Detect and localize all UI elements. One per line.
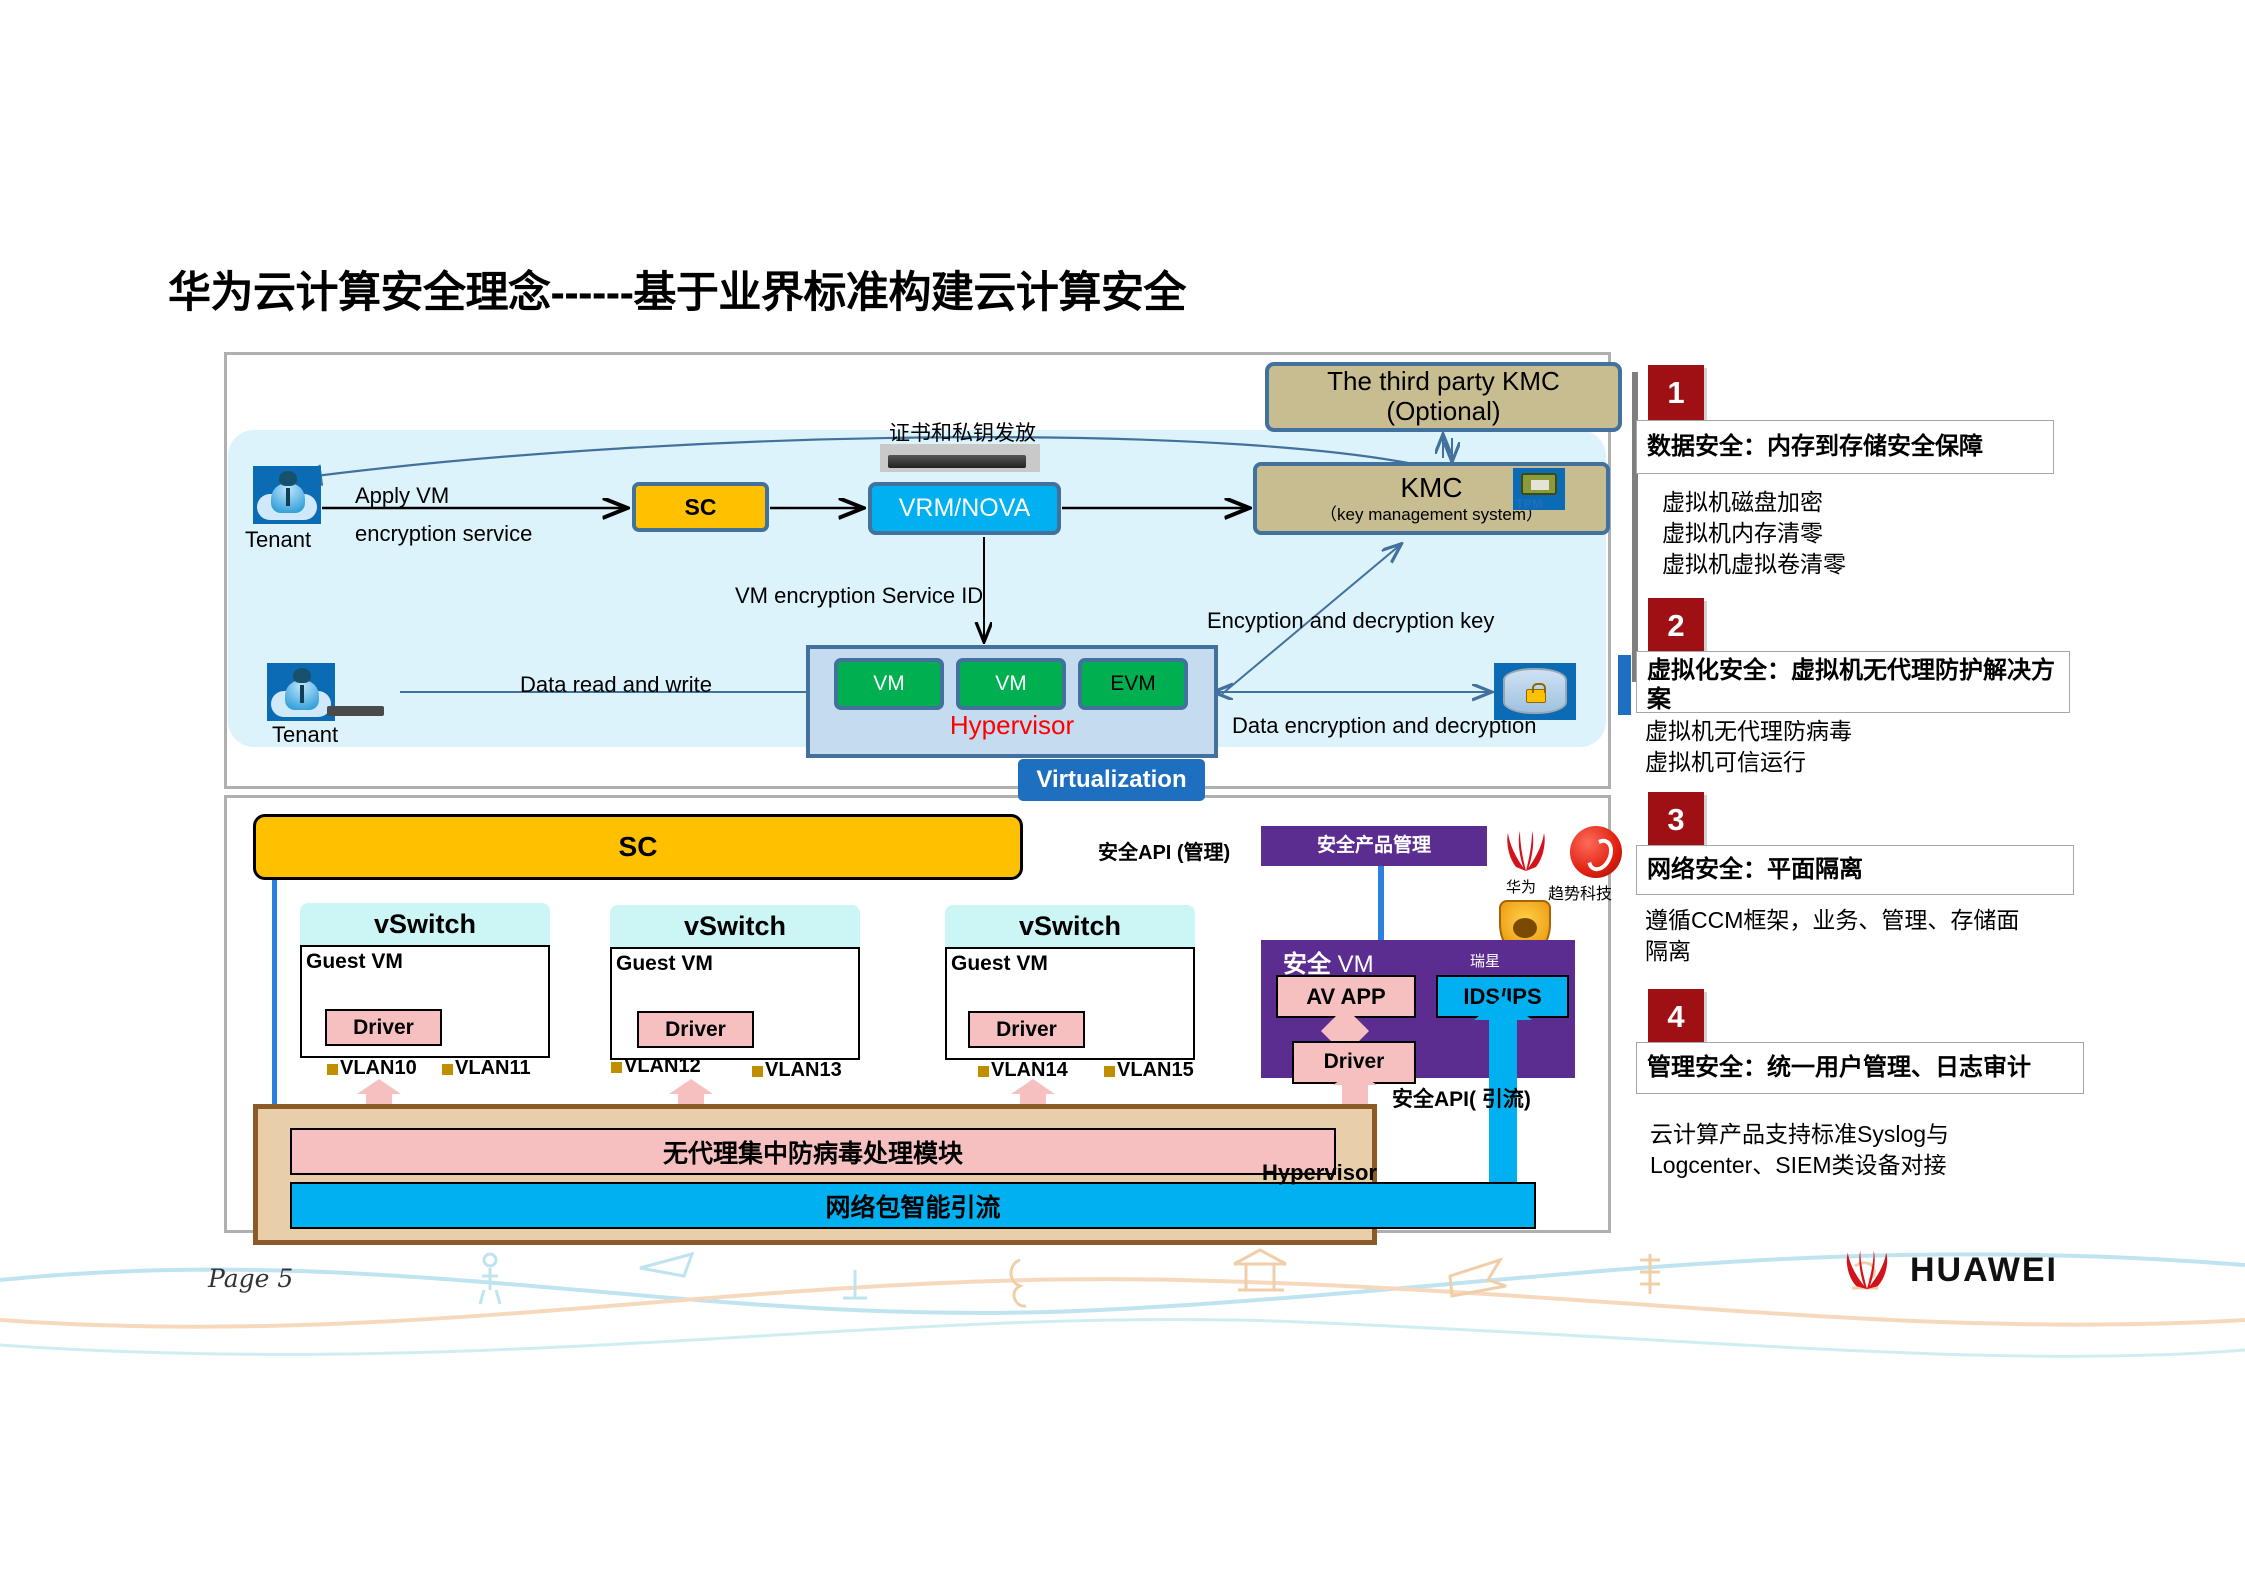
hypervisor-label-top: Hypervisor bbox=[949, 710, 1075, 740]
guest-vm-label-2: Guest VM bbox=[616, 952, 713, 975]
encryption-decryption-key-label: Encyption and decryption key bbox=[1207, 608, 1495, 633]
rising-label: 瑞星 bbox=[1470, 953, 1501, 970]
huawei-flower-icon bbox=[1836, 1248, 1898, 1292]
trend-vendor-label: 趋势科技 bbox=[1548, 886, 1613, 903]
security-vm-label-en: VM bbox=[1331, 951, 1374, 978]
vlan-marker bbox=[978, 1066, 989, 1077]
huawei-brand-logo: HUAWEI bbox=[1836, 1248, 2058, 1292]
vm-node-2[interactable]: VM bbox=[956, 658, 1066, 710]
callout-body-2: 虚拟机无代理防病毒 虚拟机可信运行 bbox=[1645, 718, 1852, 776]
callout-badge-1: 1 bbox=[1648, 365, 1704, 420]
network-packet-steering-module: 网络包智能引流 bbox=[290, 1182, 1536, 1229]
encrypted-storage-icon bbox=[1494, 663, 1576, 720]
page-title: 华为云计算安全理念------基于业界标准构建云计算安全 bbox=[168, 269, 1186, 317]
certificate-key-issue-label: 证书和私钥发放 bbox=[889, 422, 1036, 445]
security-mgmt-connector bbox=[1378, 866, 1384, 944]
security-api-flow-label: 安全API( 引流) bbox=[1392, 1088, 1531, 1111]
tenant-avatar-icon bbox=[253, 466, 321, 524]
callout-badge-4: 4 bbox=[1648, 989, 1704, 1044]
trend-micro-logo-icon bbox=[1570, 826, 1622, 878]
encryption-service-label: encryption service bbox=[355, 521, 533, 546]
vlan-marker bbox=[611, 1062, 622, 1073]
callout-accent-bar-blue bbox=[1618, 655, 1631, 715]
guest-vm-label-3: Guest VM bbox=[951, 952, 1048, 975]
vswitch-title-2: vSwitch bbox=[610, 905, 860, 947]
driver-box-3: Driver bbox=[968, 1011, 1085, 1048]
vm-node-1[interactable]: VM bbox=[834, 658, 944, 710]
vlan-label-10: VLAN10 bbox=[340, 1057, 417, 1079]
callout-title-2: 虚拟化安全：虚拟机无代理防护解决方案 bbox=[1636, 651, 2070, 713]
vlan-marker bbox=[1104, 1066, 1115, 1077]
tpm-label: TPM bbox=[1516, 497, 1543, 511]
virtualization-tag: Virtualization bbox=[1018, 759, 1205, 801]
certificate-laptop-icon bbox=[888, 455, 1026, 468]
kmc-node[interactable]: KMC （key management system） bbox=[1253, 462, 1610, 535]
hypervisor-label-bottom: Hypervisor bbox=[1262, 1160, 1377, 1185]
vlan-label-12: VLAN12 bbox=[624, 1055, 701, 1077]
vswitch-title-1: vSwitch bbox=[300, 903, 550, 945]
vlan-label-14: VLAN14 bbox=[991, 1059, 1068, 1081]
callout-body-3: 遵循CCM框架，业务、管理、存储面 隔离 bbox=[1645, 907, 2020, 965]
callout-title-1: 数据安全：内存到存储安全保障 bbox=[1636, 420, 2054, 474]
apply-vm-label: Apply VM bbox=[355, 483, 450, 508]
huawei-vendor-label: 华为 bbox=[1506, 879, 1537, 896]
tenant-label-1: Tenant bbox=[245, 527, 312, 552]
vlan-marker bbox=[442, 1064, 453, 1075]
driver-box-2: Driver bbox=[637, 1011, 754, 1048]
footer-decoration bbox=[0, 1248, 2245, 1358]
page-number: Page 5 bbox=[208, 1264, 294, 1293]
vlan-label-11: VLAN11 bbox=[455, 1057, 531, 1079]
third-party-kmc-line1: The third party KMC bbox=[1327, 366, 1560, 397]
security-vm-label: 安全 VM bbox=[1283, 944, 1374, 979]
vlan-label-15: VLAN15 bbox=[1117, 1059, 1194, 1081]
agentless-antivirus-module: 无代理集中防病毒处理模块 bbox=[290, 1128, 1336, 1175]
callout-accent-bar bbox=[1632, 372, 1638, 682]
callout-body-4: 云计算产品支持标准Syslog与 Logcenter、SIEM类设备对接 bbox=[1650, 1121, 1950, 1179]
third-party-kmc-line2: (Optional) bbox=[1386, 396, 1501, 426]
sc-node-top[interactable]: SC bbox=[632, 482, 769, 532]
laptop-icon bbox=[327, 706, 384, 716]
huawei-wordmark: HUAWEI bbox=[1910, 1250, 2058, 1289]
vlan-label-13: VLAN13 bbox=[765, 1059, 842, 1081]
vlan-marker bbox=[752, 1066, 763, 1077]
callout-badge-2: 2 bbox=[1648, 598, 1704, 653]
callout-badge-3: 3 bbox=[1648, 792, 1704, 847]
security-api-mgmt-label: 安全API (管理) bbox=[1098, 842, 1231, 864]
huawei-logo-icon bbox=[1494, 822, 1558, 877]
callout-title-3: 网络安全：平面隔离 bbox=[1636, 845, 2074, 895]
vrm-nova-node[interactable]: VRM/NOVA bbox=[868, 482, 1061, 535]
callout-body-1: 虚拟机磁盘加密 虚拟机内存清零 虚拟机虚拟卷清零 bbox=[1662, 489, 1846, 578]
vlan-marker bbox=[327, 1064, 338, 1075]
data-read-write-label: Data read and write bbox=[520, 672, 712, 697]
tpm-chip-icon bbox=[1513, 468, 1565, 510]
sc-node-bottom[interactable]: SC bbox=[253, 814, 1023, 880]
callout-title-4: 管理安全：统一用户管理、日志审计 bbox=[1636, 1042, 2084, 1094]
security-vm-label-cn: 安全 bbox=[1283, 951, 1331, 978]
kmc-subtitle: （key management system） bbox=[1320, 505, 1543, 525]
vswitch-title-3: vSwitch bbox=[945, 905, 1195, 947]
tenant-avatar-icon-2 bbox=[267, 663, 335, 721]
third-party-kmc-node[interactable]: The third party KMC (Optional) bbox=[1265, 362, 1622, 432]
security-product-mgmt-node[interactable]: 安全产品管理 bbox=[1261, 826, 1487, 866]
vm-encryption-service-id-label: VM encryption Service ID bbox=[735, 583, 984, 608]
guest-vm-label-1: Guest VM bbox=[306, 950, 403, 973]
evm-node[interactable]: EVM bbox=[1078, 658, 1188, 710]
sc-connector-line bbox=[272, 880, 277, 1125]
tenant-label-2: Tenant bbox=[272, 722, 339, 747]
kmc-title: KMC bbox=[1400, 472, 1463, 504]
driver-box-1: Driver bbox=[325, 1009, 442, 1046]
data-encryption-decryption-label: Data encryption and decryption bbox=[1232, 713, 1537, 738]
